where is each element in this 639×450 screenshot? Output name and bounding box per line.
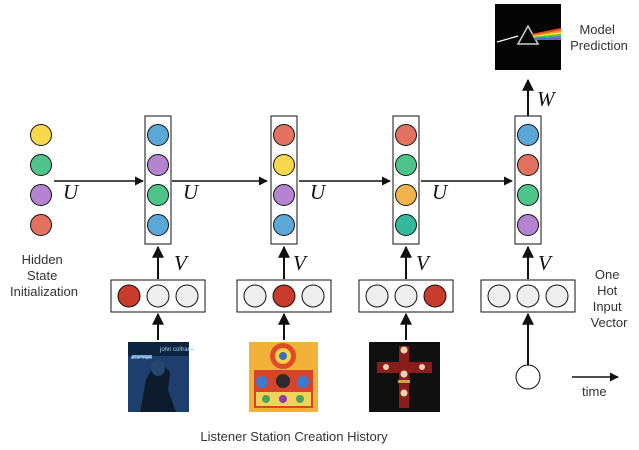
one-hot-line3: Input	[593, 299, 622, 314]
hidden-state-2	[144, 115, 172, 245]
u-label-1: U	[63, 180, 80, 204]
hidden-unit-red	[30, 214, 52, 236]
hidden-unit-purple	[273, 184, 295, 206]
hidden-unit-purple	[30, 184, 52, 206]
hidden-unit-purple	[147, 154, 169, 176]
hidden-unit-teal	[395, 214, 417, 236]
one-hot-inactive-unit	[175, 284, 199, 308]
u-label-3: U	[310, 180, 327, 204]
empty-input-node	[515, 364, 541, 390]
hidden-state-layer	[30, 115, 542, 245]
hidden-state-4	[392, 115, 420, 245]
model-prediction-line1: Model	[579, 22, 615, 37]
one-hot-vector-2	[236, 279, 332, 313]
hidden-unit-green	[30, 154, 52, 176]
u-label-2: U	[183, 180, 200, 204]
caption: Listener Station Creation History	[200, 429, 388, 444]
hidden-unit-green	[395, 154, 417, 176]
one-hot-line1: One	[595, 267, 620, 282]
one-hot-vector-3	[358, 279, 454, 313]
album-art-appetite-cross	[369, 342, 440, 412]
hidden-unit-blue	[273, 214, 295, 236]
hidden-unit-red	[395, 124, 417, 146]
hidden-init-line3: Initialization	[10, 284, 78, 299]
hidden-unit-orange	[395, 184, 417, 206]
coltrane-name-text: john coltrane	[159, 347, 195, 353]
predicted-album-dark-side	[495, 4, 561, 70]
one-hot-inactive-unit	[301, 284, 325, 308]
v-label-3: V	[416, 251, 431, 275]
time-label: time	[582, 384, 607, 399]
one-hot-inactive-unit	[365, 284, 389, 308]
one-hot-inactive-unit	[516, 284, 540, 308]
w-label: W	[537, 87, 557, 111]
one-hot-inactive-unit	[394, 284, 418, 308]
model-prediction-label: Model Prediction	[570, 22, 628, 53]
one-hot-line2: Hot	[597, 283, 618, 298]
one-hot-inactive-unit	[146, 284, 170, 308]
hidden-init-label: Hidden State Initialization	[10, 252, 78, 299]
album-arrows	[152, 312, 534, 365]
one-hot-vector-4	[480, 279, 576, 313]
one-hot-active-unit	[117, 284, 141, 308]
one-hot-inactive-unit	[545, 284, 569, 308]
hidden-unit-green	[517, 184, 539, 206]
album-art-axis-bold-as-love	[249, 342, 318, 412]
hidden-unit-yellow	[273, 154, 295, 176]
hidden-init-line1: Hidden	[22, 252, 63, 267]
hidden-unit-purple	[517, 214, 539, 236]
v-label-1: V	[174, 251, 189, 275]
hidden-unit-blue	[147, 124, 169, 146]
v-label-4: V	[538, 251, 553, 275]
hidden-unit-red	[517, 154, 539, 176]
hidden-state-5	[514, 115, 542, 245]
one-hot-inactive-unit	[487, 284, 511, 308]
u-label-4: U	[432, 180, 449, 204]
one-hot-vector-1	[110, 279, 206, 313]
one-hot-line4: Vector	[591, 315, 629, 330]
hidden-state-1	[30, 124, 52, 236]
hidden-unit-yellow	[30, 124, 52, 146]
input-arrows	[152, 245, 534, 279]
hidden-unit-green	[147, 184, 169, 206]
hidden-state-3	[270, 115, 298, 245]
hidden-unit-red	[273, 124, 295, 146]
one-hot-inactive-unit	[243, 284, 267, 308]
v-label-2: V	[293, 251, 308, 275]
hidden-unit-blue	[147, 214, 169, 236]
coltrane-title-text: BLUE TRAIN	[131, 356, 152, 360]
one-hot-active-unit	[272, 284, 296, 308]
hidden-init-line2: State	[27, 268, 57, 283]
album-art-blue-train: john coltrane BLUE TRAIN	[128, 342, 195, 412]
one-hot-layer	[110, 279, 576, 313]
one-hot-active-unit	[423, 284, 447, 308]
one-hot-label: One Hot Input Vector	[591, 267, 629, 330]
model-prediction-line2: Prediction	[570, 38, 628, 53]
hidden-unit-blue	[517, 124, 539, 146]
